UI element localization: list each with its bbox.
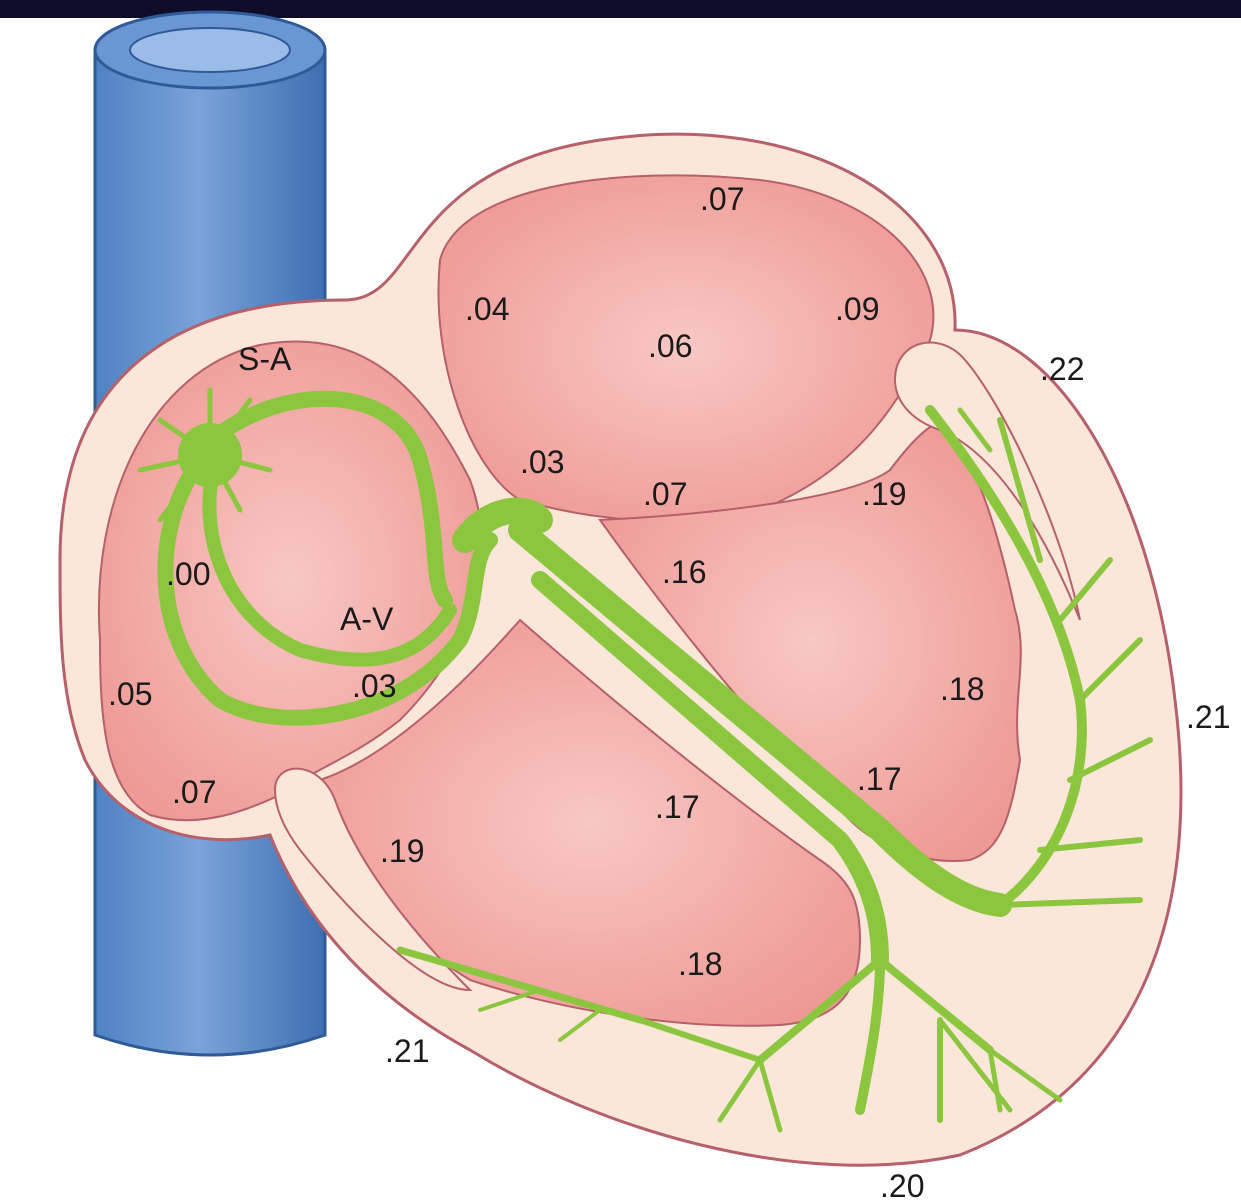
time-left-atrium-right: .09: [835, 291, 879, 327]
av-node-label: A-V: [340, 601, 394, 637]
time-right-atrium-lower: .07: [172, 774, 216, 810]
time-left-ventricle-mid: .18: [940, 671, 984, 707]
time-right-ventricle-outer: .21: [385, 1033, 429, 1069]
time-septum-lower: .17: [857, 761, 901, 797]
time-left-ventricle-outer-mid: .21: [1186, 699, 1230, 735]
time-left-atrium-lower: .07: [643, 476, 687, 512]
time-septum-upper: .16: [662, 554, 706, 590]
time-right-atrium-lateral: .05: [108, 676, 152, 712]
time-left-atrium-center: .06: [648, 328, 692, 364]
time-left-atrium-septal: .03: [520, 444, 564, 480]
time-sa-node: .00: [166, 556, 210, 592]
time-apex: .20: [880, 1168, 924, 1201]
time-right-ventricle-mid: .17: [655, 789, 699, 825]
time-left-atrium-top: .07: [700, 181, 744, 217]
time-right-ventricle-lower: .18: [678, 946, 722, 982]
sa-node-label: S-A: [238, 341, 292, 377]
time-right-ventricle-upper: .19: [380, 833, 424, 869]
time-left-ventricle-upper: .19: [862, 476, 906, 512]
time-left-atrium-upper: .04: [465, 291, 509, 327]
time-left-ventricle-outer-upper: .22: [1040, 351, 1084, 387]
time-av-node-entry: .03: [352, 668, 396, 704]
